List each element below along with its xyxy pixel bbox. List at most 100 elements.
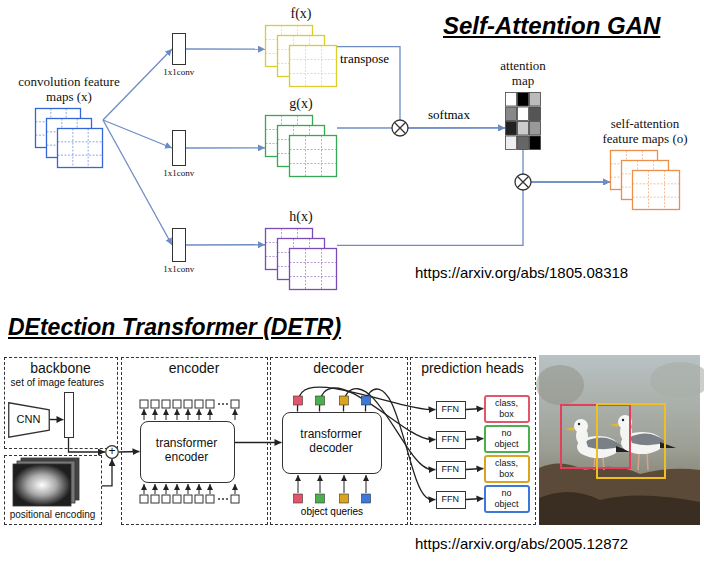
encoder-token bbox=[140, 495, 148, 503]
node-text: prediction heads bbox=[411, 360, 534, 376]
prediction-box: class, box bbox=[484, 455, 530, 483]
ffn-box: FFN bbox=[436, 401, 466, 419]
conv-layer: 1x1conv bbox=[172, 228, 186, 262]
attention-cell bbox=[506, 122, 517, 136]
feature-map-grid bbox=[58, 129, 103, 168]
connector-arrow bbox=[523, 150, 610, 182]
attention-cell bbox=[506, 107, 517, 121]
feature-map-stack: f(x) bbox=[265, 25, 337, 87]
query-square bbox=[316, 494, 325, 503]
detection-photo bbox=[536, 355, 704, 525]
feature-map-stack: self-attention feature maps (o) bbox=[610, 150, 680, 210]
token-arrow bbox=[210, 484, 211, 494]
feature-map-grid bbox=[290, 249, 337, 290]
node-text: + bbox=[105, 445, 119, 459]
feature-map-grid bbox=[633, 171, 680, 210]
detection-photo bbox=[561, 405, 630, 468]
node-text: FFN bbox=[438, 464, 464, 474]
node-text: decoder bbox=[271, 360, 406, 376]
grid-shape bbox=[505, 92, 541, 150]
node-text: 1x1conv bbox=[154, 264, 204, 274]
encoder-token bbox=[140, 400, 239, 503]
feature-map-card bbox=[290, 249, 337, 290]
positional-encoding-panel: positional encoding bbox=[4, 455, 102, 525]
stack-shape bbox=[265, 25, 337, 87]
source-url: https://arxiv.org/abs/2005.12872 bbox=[415, 535, 628, 552]
transformer-block: transformer encoder bbox=[140, 421, 235, 483]
dashed-panel: FFNclass, boxFFNno objectFFNclass, boxFF… bbox=[410, 357, 536, 525]
encoder-token bbox=[231, 495, 239, 503]
attention-cell bbox=[518, 122, 529, 136]
ffn-box: FFN bbox=[436, 491, 466, 509]
multiply-symbol bbox=[515, 174, 531, 190]
feature-map-grid bbox=[290, 136, 337, 177]
feature-map-card bbox=[290, 136, 337, 177]
operation-label: softmax bbox=[428, 108, 470, 123]
node-text: 1x1conv bbox=[154, 168, 204, 178]
token-arrow bbox=[188, 409, 189, 420]
node-text: transformer decoder bbox=[289, 428, 374, 456]
node-text: FFN bbox=[438, 494, 464, 504]
connector-arrow bbox=[186, 48, 265, 49]
annotation: object queries bbox=[287, 506, 377, 518]
connector-arrow bbox=[466, 499, 484, 500]
token-arrow bbox=[155, 409, 156, 420]
connector-arrow bbox=[235, 442, 282, 443]
feature-map-card bbox=[290, 249, 337, 290]
ellipsis-dots bbox=[226, 498, 228, 500]
attention-cell bbox=[518, 93, 529, 107]
connector-arrow bbox=[119, 451, 140, 453]
source-url: https://arxiv.org/abs/1805.08318 bbox=[415, 264, 628, 281]
ellipsis-dots bbox=[222, 498, 224, 500]
node-text: class, box bbox=[490, 398, 524, 419]
sum-node: + bbox=[105, 445, 119, 459]
detection-photo bbox=[539, 492, 700, 525]
attention-cell bbox=[506, 93, 517, 107]
encoder-token bbox=[184, 495, 192, 503]
node-text: backbone bbox=[5, 360, 116, 376]
connector-arrow bbox=[103, 120, 172, 148]
feature-map-stack: g(x) bbox=[265, 115, 337, 177]
node-text: attention map bbox=[491, 59, 555, 89]
query-square bbox=[362, 494, 371, 503]
section-heading: DEtection Transformer (DETR) bbox=[8, 314, 341, 340]
token-arrow bbox=[366, 475, 367, 493]
conv-layer: 1x1conv bbox=[172, 130, 186, 166]
detection-photo bbox=[609, 423, 618, 427]
encoder-token bbox=[162, 400, 170, 408]
attention-cell bbox=[530, 107, 541, 121]
query-square bbox=[340, 494, 349, 503]
detection-photo bbox=[536, 365, 584, 405]
node-text: no object bbox=[490, 488, 524, 509]
annotation: object queries bbox=[287, 506, 377, 518]
node-text: positional encoding bbox=[5, 509, 100, 521]
token-arrow bbox=[144, 409, 145, 420]
token-arrow bbox=[235, 409, 236, 420]
encoder-token bbox=[195, 400, 203, 408]
feature-map-card bbox=[633, 171, 680, 210]
token-arrow bbox=[235, 484, 236, 494]
node-text: CNN bbox=[10, 413, 48, 426]
attention-map: attention map bbox=[505, 92, 541, 150]
operation-label: transpose bbox=[340, 52, 389, 67]
token-arrow bbox=[344, 475, 345, 493]
detection-photo bbox=[660, 442, 676, 448]
node-text: transformer encoder bbox=[147, 437, 227, 465]
encoder-token bbox=[151, 400, 159, 408]
token-arrow bbox=[166, 409, 167, 420]
connector-arrow bbox=[466, 439, 484, 440]
token-arrow bbox=[210, 409, 211, 420]
stack-shape bbox=[35, 108, 103, 168]
detection-photo bbox=[650, 362, 704, 398]
connector-arrow bbox=[186, 147, 265, 148]
feature-map-card bbox=[290, 136, 337, 177]
node-text: class, box bbox=[490, 458, 524, 479]
token-arrow bbox=[199, 484, 200, 494]
query-square bbox=[362, 396, 371, 405]
feature-map-grid bbox=[290, 46, 337, 87]
node-text: f(x) bbox=[271, 6, 331, 22]
stack-shape bbox=[265, 228, 337, 290]
connector-arrow bbox=[69, 438, 106, 453]
node-text: no object bbox=[490, 428, 524, 449]
query-square bbox=[316, 396, 325, 405]
